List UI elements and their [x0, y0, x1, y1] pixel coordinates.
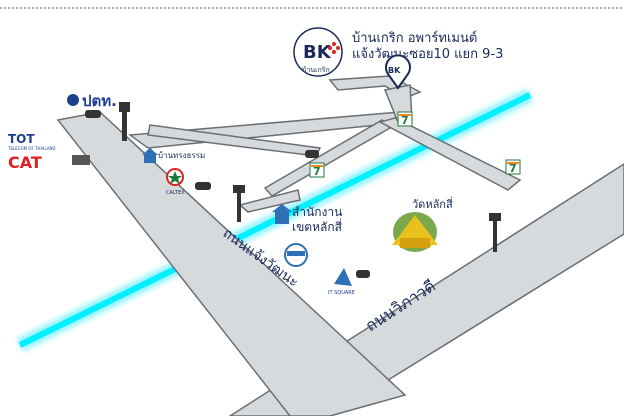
village-icon	[142, 148, 158, 163]
district-office-icon	[272, 204, 292, 224]
svg-text:7: 7	[401, 114, 409, 127]
seven-eleven-icon: 7	[505, 159, 521, 175]
ptt-logo: ปตท.	[67, 92, 117, 110]
svg-text:7: 7	[509, 162, 517, 175]
svg-text:BK: BK	[388, 66, 401, 75]
district-office-line1: สำนักงาน	[292, 205, 342, 219]
svg-text:บ้านเกริก: บ้านเกริก	[302, 66, 330, 74]
svg-text:CAT: CAT	[8, 153, 42, 172]
shopping-mall-logo	[284, 243, 308, 267]
traffic-light-icon	[356, 270, 370, 278]
svg-text:IT SQUARE: IT SQUARE	[328, 290, 355, 296]
svg-text:TOT: TOT	[8, 132, 35, 146]
main-road	[56, 111, 407, 416]
header-title-line2: แจ้งวัฒนะซอย10 แยก 9-3	[352, 47, 503, 62]
svg-text:ปตท.: ปตท.	[82, 92, 117, 110]
destination-pin: BK	[385, 54, 411, 90]
itsquare-logo: IT SQUARE	[328, 268, 355, 296]
traffic-light-icon	[195, 182, 211, 190]
tot-logo: TOT TELECOM OF THAILAND	[7, 132, 56, 151]
seven-eleven-icon: 7	[397, 111, 413, 127]
header-title-line1: บ้านเกริก อพาร์ทเมนต์	[352, 30, 477, 46]
svg-text:TELECOM OF THAILAND: TELECOM OF THAILAND	[7, 146, 56, 151]
traffic-light-icon	[305, 150, 319, 158]
traffic-light-icon	[489, 213, 501, 252]
seven-eleven-icon: 7	[309, 162, 325, 178]
caltex-logo: CALTEX	[166, 168, 185, 196]
bk-logo: BK บ้านเกริก	[293, 27, 343, 77]
traffic-light-icon	[85, 102, 130, 141]
svg-text:CALTEX: CALTEX	[166, 190, 185, 196]
village-label: บ้านทรงธรรม	[158, 151, 205, 160]
traffic-light-icon	[233, 185, 245, 222]
temple-icon	[392, 212, 438, 252]
svg-text:BK: BK	[303, 42, 332, 63]
svg-text:7: 7	[313, 165, 321, 178]
temple-label: วัดหลักสี่	[412, 196, 453, 211]
district-office-line2: เขตหลักสี่	[292, 218, 343, 234]
cat-logo: CAT	[8, 153, 90, 172]
